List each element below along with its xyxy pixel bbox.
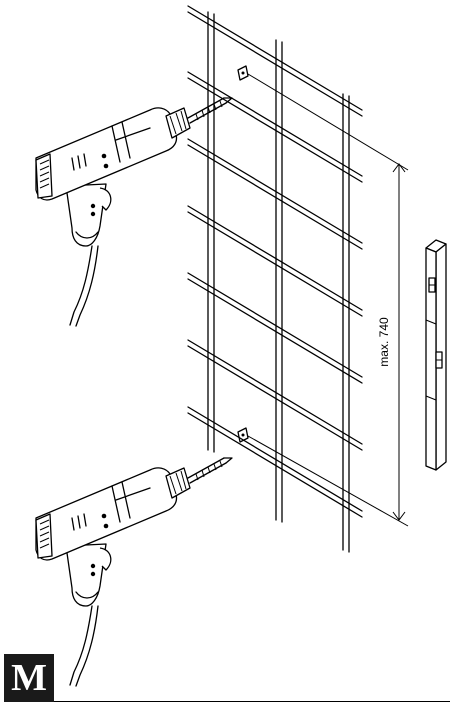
step-marker: M xyxy=(4,654,54,702)
lower-drill-icon xyxy=(35,457,233,687)
dimension-line xyxy=(247,73,409,527)
footer-rule xyxy=(54,701,450,702)
dimension-label: max. 740 xyxy=(377,317,391,367)
wire-mesh-panel xyxy=(187,5,363,553)
upper-drill-icon xyxy=(35,97,233,327)
lower-drill-point xyxy=(237,427,249,443)
level-icon xyxy=(425,239,447,471)
upper-drill-point xyxy=(237,65,249,81)
